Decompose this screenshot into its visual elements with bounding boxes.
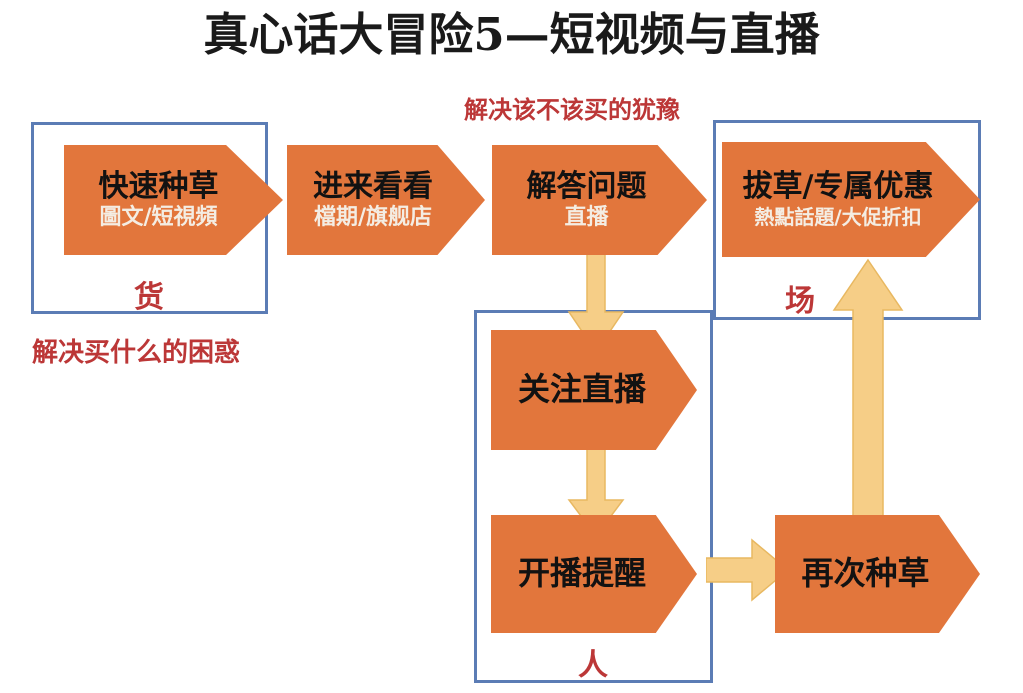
arrow-reminder-to-seed-again-icon [706, 538, 790, 602]
venue-frame [713, 120, 981, 320]
chevron-follow-live-title: 关注直播 [517, 370, 646, 409]
annotation-what-to-buy: 解决买什么的困惑 [32, 338, 241, 368]
chevron-come-and-look-title: 进来看看 [313, 168, 433, 204]
chevron-pull-grass[interactable]: 拔草/专属优惠 熱點話題/大促折扣 [722, 142, 980, 257]
chevron-answer-question-title: 解答问题 [526, 168, 647, 204]
chevron-come-and-look-subtitle: 檔期/旗舰店 [313, 204, 433, 231]
people-frame-label: 人 [578, 648, 608, 683]
goods-frame-label: 货 [134, 280, 164, 315]
chevron-fast-seeding-title: 快速种草 [98, 168, 219, 204]
chevron-live-reminder[interactable]: 开播提醒 [491, 515, 697, 633]
chevron-answer-question-subtitle: 直播 [564, 204, 609, 231]
chevron-fast-seeding-subtitle: 圖文/短視頻 [99, 204, 218, 231]
annotation-should-buy: 解决该不该买的犹豫 [464, 95, 680, 124]
page-title: 真心话大冒险5—短视频与直播 [203, 8, 820, 61]
goods-frame [31, 122, 268, 314]
venue-frame-label: 场 [785, 284, 815, 319]
chevron-seed-again-title: 再次种草 [801, 554, 930, 593]
chevron-pull-grass-title: 拔草/专属优惠 [742, 169, 934, 205]
chevron-come-and-look[interactable]: 进来看看 檔期/旗舰店 [287, 145, 485, 255]
arrow-seed-again-to-pull-grass-icon [832, 258, 904, 539]
chevron-live-reminder-title: 开播提醒 [517, 554, 646, 593]
chevron-answer-question[interactable]: 解答问题 直播 [492, 145, 707, 255]
chevron-pull-grass-subtitle: 熱點話題/大促折扣 [754, 204, 922, 229]
chevron-seed-again[interactable]: 再次种草 [775, 515, 980, 633]
chevron-follow-live[interactable]: 关注直播 [491, 330, 697, 450]
